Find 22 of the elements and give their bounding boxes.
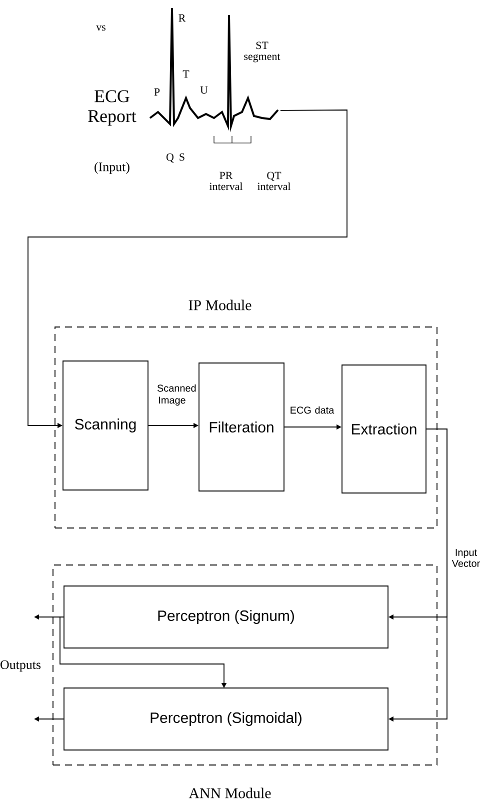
process-box: Scanning — [62, 360, 148, 490]
process-box: Perceptron (Sigmoidal) — [64, 688, 388, 750]
wave-label: S — [180, 153, 184, 161]
process-box: Extraction — [342, 364, 426, 494]
wave-label: Q — [166, 154, 174, 163]
node-label: ECG Report — [88, 90, 136, 126]
signal-label: Input Vector — [452, 549, 480, 567]
edge-label: Scanned Image — [156, 384, 196, 406]
process-box: Filteration — [198, 362, 284, 492]
wave-label: vs — [96, 25, 106, 31]
wave-label: T — [182, 70, 190, 78]
wave-label: U — [200, 86, 208, 94]
wave-label: QT interval — [258, 172, 291, 190]
ecg-waveform-drawing — [149, 7, 279, 132]
edge-label: ECG data — [286, 406, 338, 414]
process-box: Perceptron (Signum) — [64, 586, 388, 648]
wave-label: ST segment — [244, 42, 280, 62]
wave-label: PR interval — [210, 172, 243, 190]
wave-label: R — [178, 14, 186, 22]
wave-label: P — [154, 88, 160, 96]
node-label: (Input) — [94, 162, 130, 174]
signal-label: Outputs — [0, 660, 41, 672]
